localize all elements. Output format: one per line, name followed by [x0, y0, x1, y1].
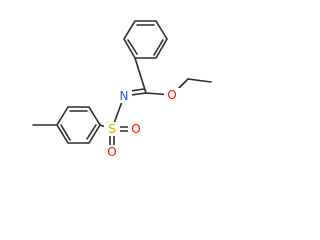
sulfonyl-oxygen-right-label: O	[131, 122, 140, 136]
molecule-structure: N O S O O	[32, 20, 212, 159]
nitrogen-label: N	[120, 89, 129, 103]
atom-label-layer: N O S O O	[104, 88, 180, 159]
sulfonyl-oxygen-bottom-label: O	[107, 145, 116, 159]
sulfur-label: S	[108, 122, 116, 136]
nitrogen-atom: N	[116, 89, 132, 103]
phenyl-double-bond	[127, 39, 138, 55]
phenyl-double-bond	[153, 39, 164, 56]
tolyl-double-bond	[86, 124, 97, 140]
ring-to-carbon-bond	[134, 57, 147, 94]
tolyl-double-bond	[60, 124, 71, 141]
phenyl-ring-top	[123, 20, 168, 59]
tolyl-ring	[56, 106, 101, 144]
ether-oxygen-label: O	[167, 88, 176, 102]
bond-layer	[32, 20, 212, 153]
sulfonyl-oxygen-bottom-atom: O	[104, 145, 120, 159]
sulfonyl-oxygen-right-atom: O	[128, 122, 144, 136]
sulfur-atom: S	[104, 122, 120, 136]
ethyl-bond	[187, 78, 212, 83]
ether-oxygen-atom: O	[164, 88, 180, 102]
